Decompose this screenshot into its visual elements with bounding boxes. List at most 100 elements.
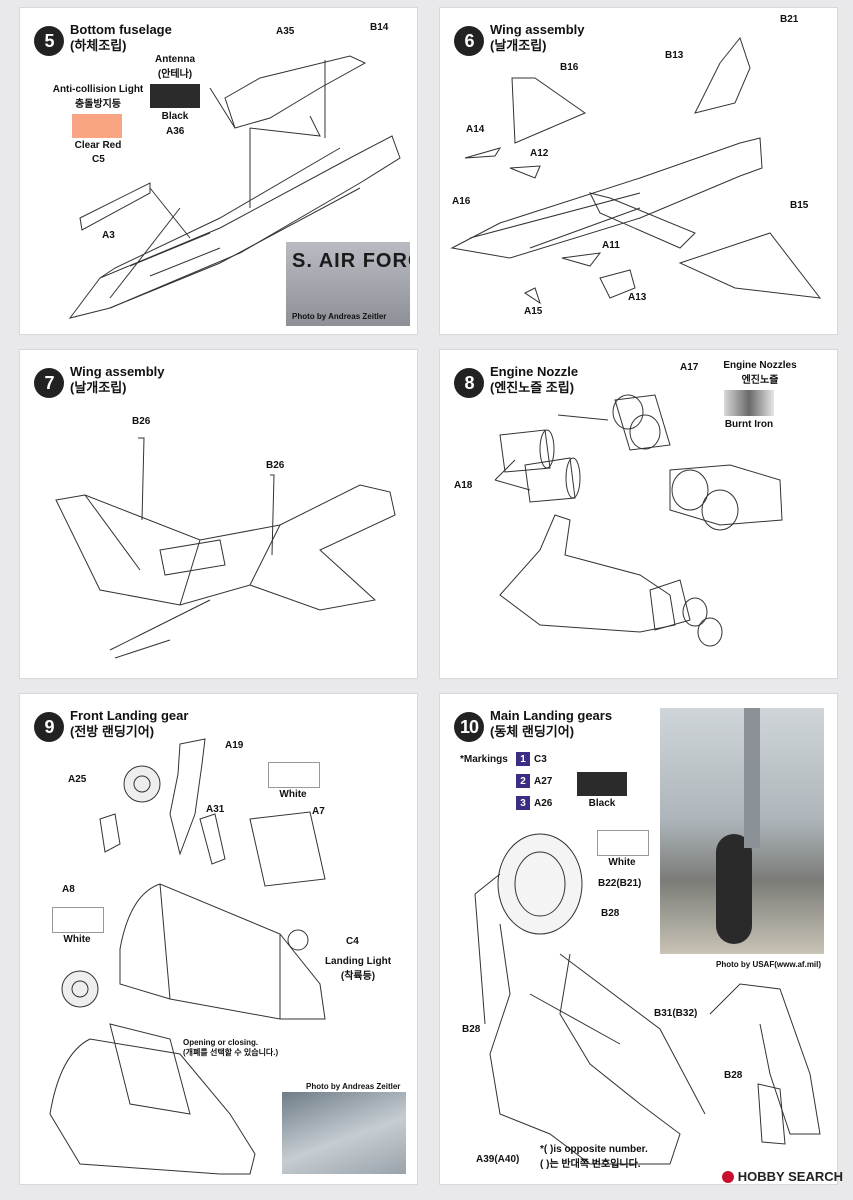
hobby-search-watermark: HOBBY SEARCH bbox=[721, 1169, 843, 1184]
part-label-a19: A19 bbox=[225, 740, 244, 751]
bottom-fuselage-drawing bbox=[68, 55, 401, 319]
anticollision-red-swatch bbox=[72, 114, 122, 138]
photo-fuselage-text: S. AIR FORC bbox=[292, 250, 410, 272]
part-label-a11: A11 bbox=[602, 240, 620, 251]
white-swatch-b bbox=[52, 907, 104, 933]
photo-caption: Photo by Andreas Zeitler bbox=[306, 1082, 401, 1091]
part-label-a25: A25 bbox=[68, 774, 87, 785]
wing-assembly-drawing bbox=[55, 437, 396, 659]
step-number: 6 bbox=[454, 26, 484, 56]
part-label-b28-left: B28 bbox=[462, 1024, 481, 1035]
step-7-panel: 7 Wing assembly (날개조립) B26 B26 bbox=[20, 350, 417, 678]
step-title-ko: (하체조립) bbox=[70, 38, 127, 53]
part-label-b28-upper: B28 bbox=[601, 908, 620, 919]
opposite-number-note: *( )is opposite number.( )는 반대쪽 번호입니다. bbox=[540, 1144, 648, 1170]
antenna-label: Antenna(안테나) bbox=[155, 54, 195, 80]
part-label-b28-right: B28 bbox=[724, 1070, 743, 1081]
antenna-color-name: Black bbox=[161, 111, 189, 122]
part-label-c5: C5 bbox=[92, 154, 105, 165]
part-label-b13: B13 bbox=[665, 50, 684, 61]
antenna-black-swatch bbox=[150, 84, 200, 108]
part-label-b26-left: B26 bbox=[132, 416, 151, 427]
watermark-logo-icon bbox=[721, 1170, 734, 1183]
step-5-heading: 5 Bottom fuselage (하체조립) bbox=[34, 22, 172, 56]
opening-note: Opening or closing.(개폐를 선택할 수 있습니다.) bbox=[183, 1038, 279, 1057]
step-title-ko: (날개조립) bbox=[490, 38, 547, 53]
step-title: Wing assembly bbox=[490, 22, 585, 37]
step-8-panel: 8 Engine Nozzle (엔진노즐 조립) A17 A18 Engine… bbox=[440, 350, 837, 678]
step-8-heading: 8 Engine Nozzle (엔진노즐 조립) bbox=[454, 364, 578, 398]
part-label-b26-right: B26 bbox=[266, 460, 285, 471]
part-label-a14: A14 bbox=[466, 124, 485, 135]
part-label-a15: A15 bbox=[524, 306, 543, 317]
white-color-name: White bbox=[608, 857, 636, 868]
burnt-iron-swatch bbox=[724, 390, 774, 416]
step-10-heading: 10 Main Landing gears (동체 랜딩기어) bbox=[454, 708, 612, 742]
reference-photo-main-gear bbox=[660, 708, 824, 954]
step-number: 7 bbox=[34, 368, 64, 398]
part-label-a16: A16 bbox=[452, 196, 471, 207]
step-title-ko: (전방 랜딩기어) bbox=[70, 724, 155, 739]
step-6-panel: 6 Wing assembly (날개조립) B21 B13 B16 A14 A… bbox=[440, 8, 837, 334]
part-label-a36: A36 bbox=[166, 126, 185, 137]
reference-photo-landing-light bbox=[282, 1092, 406, 1174]
part-label-a3: A3 bbox=[102, 230, 115, 241]
wing-assembly-drawing bbox=[450, 36, 822, 305]
part-label-a7: A7 bbox=[312, 806, 325, 817]
photo-caption: Photo by Andreas Zeitler bbox=[292, 312, 387, 321]
strut-shape bbox=[744, 708, 760, 848]
part-label-a39: A39(A40) bbox=[476, 1154, 520, 1165]
watermark-text: HOBBY SEARCH bbox=[737, 1169, 843, 1184]
part-label-a17: A17 bbox=[680, 362, 699, 373]
step-9-panel: 9 Front Landing gear (전방 랜딩기어) A19 A25 A… bbox=[20, 694, 417, 1184]
step-9-heading: 9 Front Landing gear (전방 랜딩기어) bbox=[34, 708, 188, 742]
reference-photo-fuselage: S. AIR FORC Photo by Andreas Zeitler bbox=[286, 242, 410, 326]
part-label-b22: B22(B21) bbox=[598, 878, 642, 889]
landing-light-label: Landing Light(착륙등) bbox=[324, 956, 392, 982]
step-number: 8 bbox=[454, 368, 484, 398]
step-6-heading: 6 Wing assembly (날개조립) bbox=[454, 22, 585, 56]
engine-nozzle-drawing bbox=[494, 394, 783, 647]
part-label-a35: A35 bbox=[276, 26, 295, 37]
markings-label: *Markings bbox=[460, 754, 508, 765]
step-5-panel: 5 Bottom fuselage (하체조립) A35 B14 Antenna… bbox=[20, 8, 417, 334]
white-color-name-b: White bbox=[63, 934, 91, 945]
front-landing-gear-drawing bbox=[49, 738, 326, 1175]
step-title: Engine Nozzle bbox=[490, 364, 579, 379]
tire-shape bbox=[716, 834, 752, 944]
black-swatch bbox=[577, 772, 627, 796]
step-title: Main Landing gears bbox=[490, 708, 613, 723]
step-number: 10 bbox=[454, 712, 484, 742]
step-title: Wing assembly bbox=[70, 364, 165, 379]
part-label-a8: A8 bbox=[62, 884, 75, 895]
part-label-b15: B15 bbox=[790, 200, 809, 211]
step-title-ko: (엔진노즐 조립) bbox=[490, 380, 575, 395]
part-label-a13: A13 bbox=[628, 292, 647, 303]
step-title: Front Landing gear bbox=[70, 708, 189, 723]
step-7-heading: 7 Wing assembly (날개조립) bbox=[34, 364, 165, 398]
step-title-ko: (날개조립) bbox=[70, 380, 127, 395]
photo-caption: Photo by USAF(www.af.mil) bbox=[716, 960, 822, 969]
part-label-a31: A31 bbox=[206, 804, 225, 815]
step-title-ko: (동체 랜딩기어) bbox=[490, 724, 575, 739]
part-label-a18: A18 bbox=[454, 480, 473, 491]
burnt-iron-color-name: Burnt Iron bbox=[724, 419, 774, 430]
part-label-c4: C4 bbox=[346, 936, 359, 947]
part-label-b31: B31(B32) bbox=[654, 1008, 698, 1019]
step-number: 5 bbox=[34, 26, 64, 56]
anticollision-color-name: Clear Red bbox=[74, 140, 122, 151]
main-landing-gear-drawing bbox=[474, 833, 821, 1165]
part-label-b14: B14 bbox=[370, 22, 389, 33]
white-swatch-a bbox=[268, 762, 320, 788]
part-label-b16: B16 bbox=[560, 62, 579, 73]
step-10-panel: 10 Main Landing gears (동체 랜딩기어) *Marking… bbox=[440, 694, 837, 1184]
black-color-name: Black bbox=[588, 798, 616, 809]
white-swatch bbox=[597, 830, 649, 856]
part-label-b21: B21 bbox=[780, 14, 799, 25]
part-label-a12: A12 bbox=[530, 148, 549, 159]
